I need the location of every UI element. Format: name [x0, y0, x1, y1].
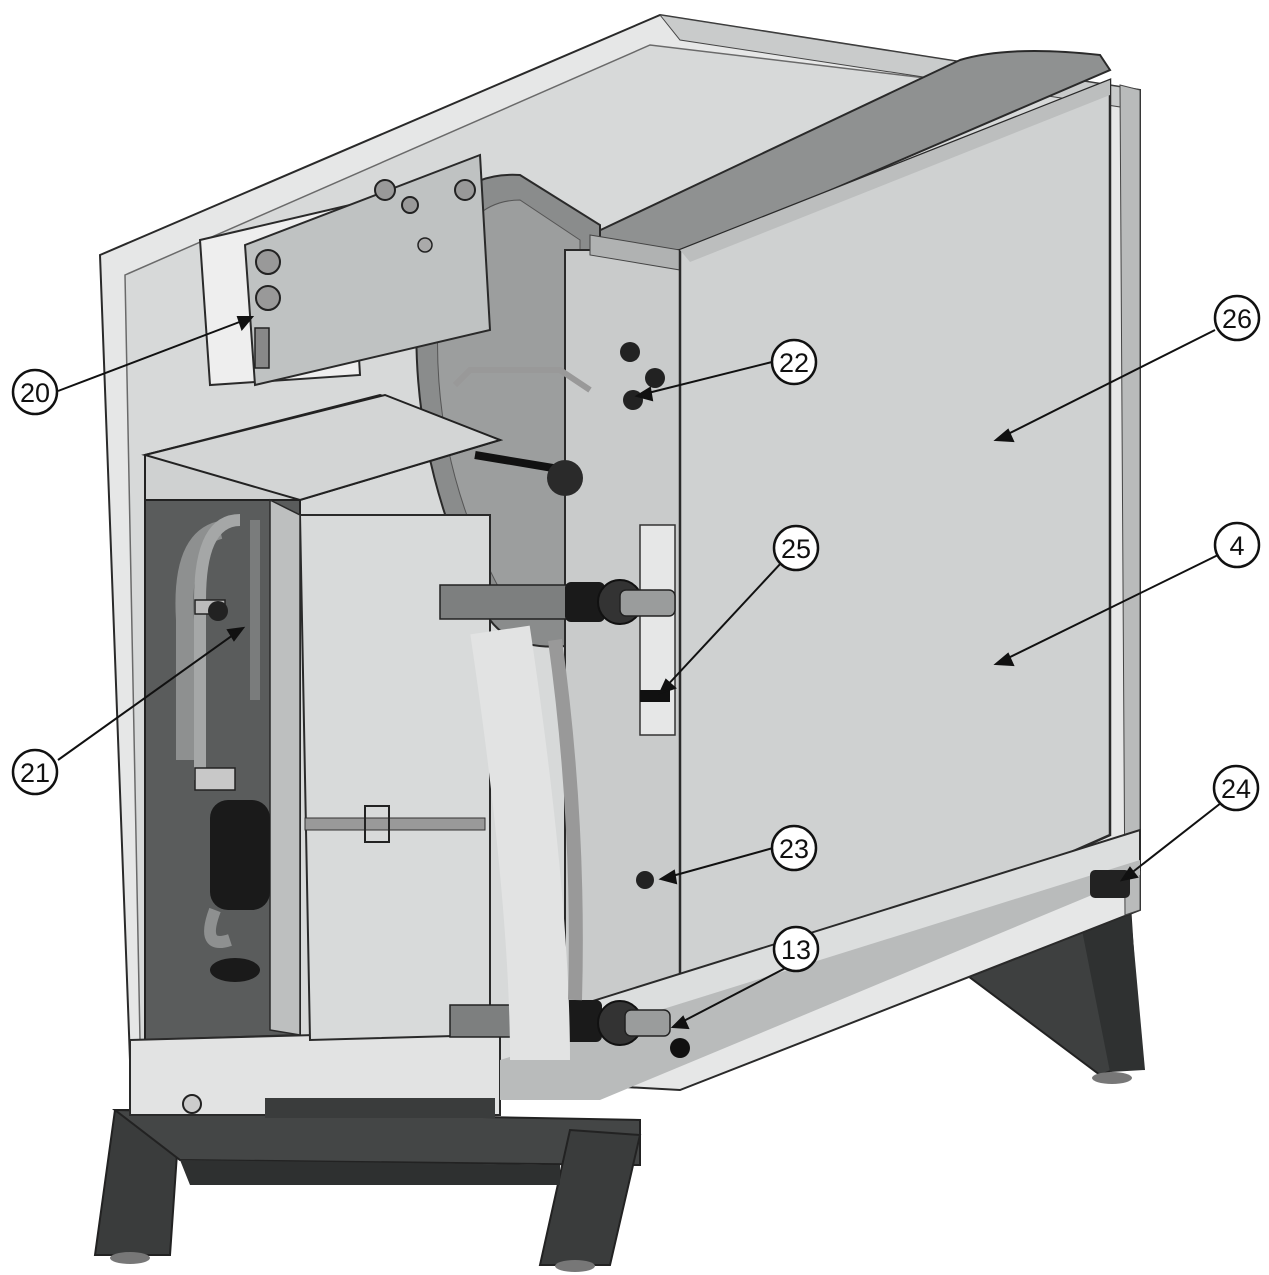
connection-side-panel: [564, 234, 681, 1031]
refrigerant-piping: [175, 514, 270, 982]
callout-label: 25: [781, 534, 811, 564]
front-left-leg: [93, 1108, 642, 1272]
callout-label: 4: [1229, 531, 1244, 561]
callout-label: 13: [781, 935, 811, 965]
callout-25: 25: [772, 524, 820, 572]
front-panel: [678, 78, 1112, 1027]
plate-heat-exchanger: [269, 498, 491, 1042]
callout-4: 4: [1213, 521, 1261, 569]
electrical-box: [198, 153, 492, 387]
water-connections: [439, 342, 1130, 1061]
callout-13: 13: [772, 925, 820, 973]
callout-22: 22: [770, 338, 818, 386]
callout-label: 23: [779, 834, 809, 864]
callout-26: 26: [1213, 294, 1261, 342]
rear-right-leg: [957, 903, 1145, 1084]
callout-21: 21: [11, 748, 59, 796]
callout-label: 22: [779, 348, 809, 378]
callout-24: 24: [1212, 764, 1260, 812]
top-shelf: [141, 393, 504, 502]
callout-label: 20: [20, 378, 50, 408]
callout-label: 24: [1221, 774, 1251, 804]
leader-lines: [57, 316, 1236, 1030]
evaporator-frame: [586, 50, 1112, 257]
callout-23: 23: [770, 824, 818, 872]
callout-20: 20: [11, 368, 59, 416]
callout-label: 26: [1222, 304, 1252, 334]
callout-label: 21: [20, 758, 50, 788]
